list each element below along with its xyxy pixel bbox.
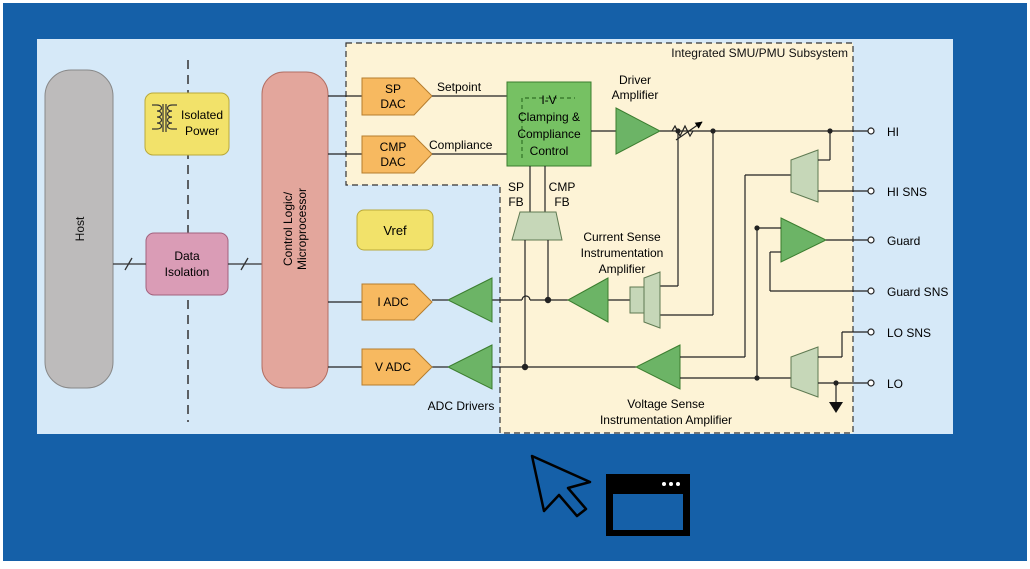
feedback-mux <box>511 211 563 241</box>
transformer-icon <box>152 104 177 132</box>
guard-amplifier <box>780 217 828 263</box>
terminal-lo: LO <box>887 377 903 391</box>
current-sense-line1: Current Sense <box>583 230 661 244</box>
lo-sns-mux <box>790 346 819 398</box>
vref-block <box>356 209 434 251</box>
v-adc-block <box>361 348 433 386</box>
current-sense-line2: Instrumentation <box>581 246 664 260</box>
cmp-fb-line1: CMP <box>549 180 576 194</box>
control-logic-line2: Microprocessor <box>295 188 309 270</box>
cmp-dac-line1: CMP <box>380 140 407 154</box>
sp-dac-line2: DAC <box>380 97 406 111</box>
browser-window-icon <box>606 474 690 536</box>
i-adc-label: I ADC <box>377 295 409 309</box>
control-logic-block <box>261 71 329 389</box>
host-block <box>44 69 114 389</box>
ground-icon <box>829 402 843 413</box>
mouse-pointer-icon <box>530 454 592 518</box>
voltage-sense-amplifier <box>634 344 681 390</box>
v-adc-label: V ADC <box>375 360 411 374</box>
iv-line3: Compliance <box>517 127 581 141</box>
driver-amp-line1: Driver <box>619 73 651 87</box>
driver-amp-line2: Amplifier <box>612 88 659 102</box>
i-adc-driver <box>446 277 493 323</box>
sp-dac-line1: SP <box>385 82 401 96</box>
terminal-connectors <box>867 127 875 387</box>
subsystem-boundary <box>345 42 854 434</box>
current-sense-amplifier <box>566 277 609 323</box>
iv-line1: I-V <box>541 93 556 107</box>
cmp-dac-line2: DAC <box>380 155 406 169</box>
sp-fb-line1: SP <box>508 180 524 194</box>
driver-amplifier <box>615 107 662 155</box>
control-logic-line1: Control Logic/ <box>281 191 295 266</box>
terminal-guard: Guard <box>887 234 920 248</box>
compliance-label: Compliance <box>429 138 493 152</box>
terminal-hi: HI <box>887 125 899 139</box>
data-isolation-line2: Isolation <box>165 265 210 279</box>
current-sense-input-block <box>629 286 645 314</box>
data-isolation-block <box>145 232 229 296</box>
vref-label: Vref <box>383 223 407 238</box>
setpoint-label: Setpoint <box>437 80 482 94</box>
voltage-sense-line1: Voltage Sense <box>627 397 705 411</box>
sense-resistor <box>671 121 703 141</box>
subsystem-title: Integrated SMU/PMU Subsystem <box>671 46 848 60</box>
cmp-fb-line2: FB <box>554 195 569 209</box>
isolated-power-line2: Power <box>185 124 219 138</box>
iv-curve-decoration <box>521 97 575 158</box>
current-sense-mux <box>643 271 661 329</box>
hi-sns-mux <box>790 149 819 203</box>
sp-dac-block <box>361 77 433 116</box>
adc-drivers-label: ADC Drivers <box>428 399 495 413</box>
control-bus-wires <box>328 95 362 368</box>
i-adc-block <box>361 283 433 321</box>
isolated-power-line1: Isolated <box>181 108 223 122</box>
iv-line2: Clamping & <box>518 110 580 124</box>
terminal-guard-sns: Guard SNS <box>887 285 948 299</box>
host-bus-link <box>113 257 262 271</box>
iv-line4: Control <box>530 144 569 158</box>
data-isolation-line1: Data <box>174 249 200 263</box>
current-sense-line3: Amplifier <box>599 262 646 276</box>
host-label: Host <box>73 216 87 241</box>
iv-clamping-block <box>506 81 592 167</box>
terminal-hi-sns: HI SNS <box>887 185 927 199</box>
terminal-lo-sns: LO SNS <box>887 326 931 340</box>
cmp-dac-block <box>361 135 433 174</box>
voltage-sense-line2: Instrumentation Amplifier <box>600 413 732 427</box>
sp-fb-line2: FB <box>508 195 523 209</box>
